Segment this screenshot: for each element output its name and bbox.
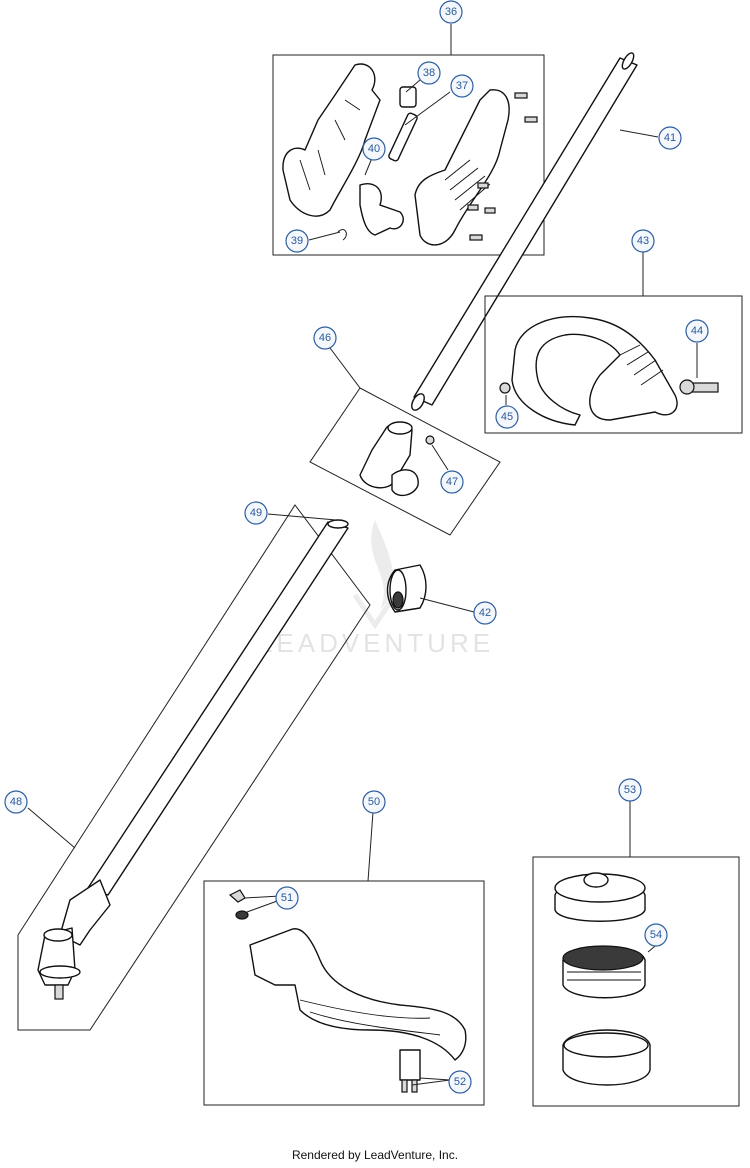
callouts: 36 38 37 40 39 41 43 44 45 46 47 49 42 4… bbox=[4, 0, 709, 1094]
callout-40[interactable]: 40 bbox=[362, 137, 386, 161]
lower-shaft-group bbox=[17, 504, 371, 1031]
assist-handle[interactable] bbox=[511, 315, 678, 426]
washer[interactable] bbox=[235, 910, 249, 920]
coupler-screw[interactable] bbox=[425, 435, 435, 445]
upper-shaft-group bbox=[411, 52, 659, 411]
callout-49[interactable]: 49 bbox=[244, 501, 268, 525]
adapter-group bbox=[386, 564, 475, 613]
spring-part[interactable] bbox=[388, 112, 418, 162]
footer-credit: Rendered by LeadVenture, Inc. bbox=[291, 1148, 459, 1162]
coupler-group bbox=[309, 347, 501, 536]
callout-47[interactable]: 47 bbox=[440, 470, 464, 494]
handle-housing-group bbox=[272, 24, 545, 256]
callout-36[interactable]: 36 bbox=[439, 0, 463, 24]
spool-box bbox=[532, 856, 740, 1107]
callout-51[interactable]: 51 bbox=[275, 886, 299, 910]
switch-part[interactable] bbox=[399, 86, 417, 108]
callout-37[interactable]: 37 bbox=[450, 74, 474, 98]
callout-41[interactable]: 41 bbox=[658, 126, 682, 150]
right-housing-half[interactable] bbox=[414, 89, 510, 246]
handle-housing-box bbox=[272, 54, 545, 256]
callout-45[interactable]: 45 bbox=[495, 405, 519, 429]
callout-50[interactable]: 50 bbox=[362, 790, 386, 814]
lower-shaft[interactable] bbox=[87, 521, 349, 896]
trigger-part[interactable] bbox=[359, 183, 404, 236]
callout-53[interactable]: 53 bbox=[618, 778, 642, 802]
lower-shaft-box bbox=[17, 504, 371, 1031]
spool-group bbox=[532, 792, 740, 1107]
callout-44[interactable]: 44 bbox=[685, 319, 709, 343]
callout-46[interactable]: 46 bbox=[313, 326, 337, 350]
guard-box bbox=[203, 880, 485, 1106]
callout-48[interactable]: 48 bbox=[4, 790, 28, 814]
grass-deflector-guard[interactable] bbox=[249, 928, 467, 1061]
coupler-box bbox=[309, 387, 501, 536]
assist-handle-group bbox=[484, 252, 743, 434]
callout-42[interactable]: 42 bbox=[473, 601, 497, 625]
handle-nut[interactable] bbox=[499, 382, 511, 394]
callout-43[interactable]: 43 bbox=[631, 229, 655, 253]
coupler-knob[interactable] bbox=[391, 469, 419, 497]
callout-54[interactable]: 54 bbox=[644, 923, 668, 947]
watermark-text: LEADVENTURE bbox=[258, 628, 494, 658]
assist-handle-box bbox=[484, 295, 743, 434]
callout-52[interactable]: 52 bbox=[448, 1070, 472, 1094]
guard-group bbox=[203, 811, 485, 1106]
wing-nut[interactable] bbox=[228, 889, 246, 903]
callout-38[interactable]: 38 bbox=[417, 61, 441, 85]
screws-handle bbox=[467, 92, 538, 241]
guard-bracket[interactable] bbox=[399, 1049, 421, 1081]
torsion-spring bbox=[337, 229, 347, 241]
callout-39[interactable]: 39 bbox=[285, 229, 309, 253]
left-housing-half[interactable] bbox=[282, 63, 381, 217]
